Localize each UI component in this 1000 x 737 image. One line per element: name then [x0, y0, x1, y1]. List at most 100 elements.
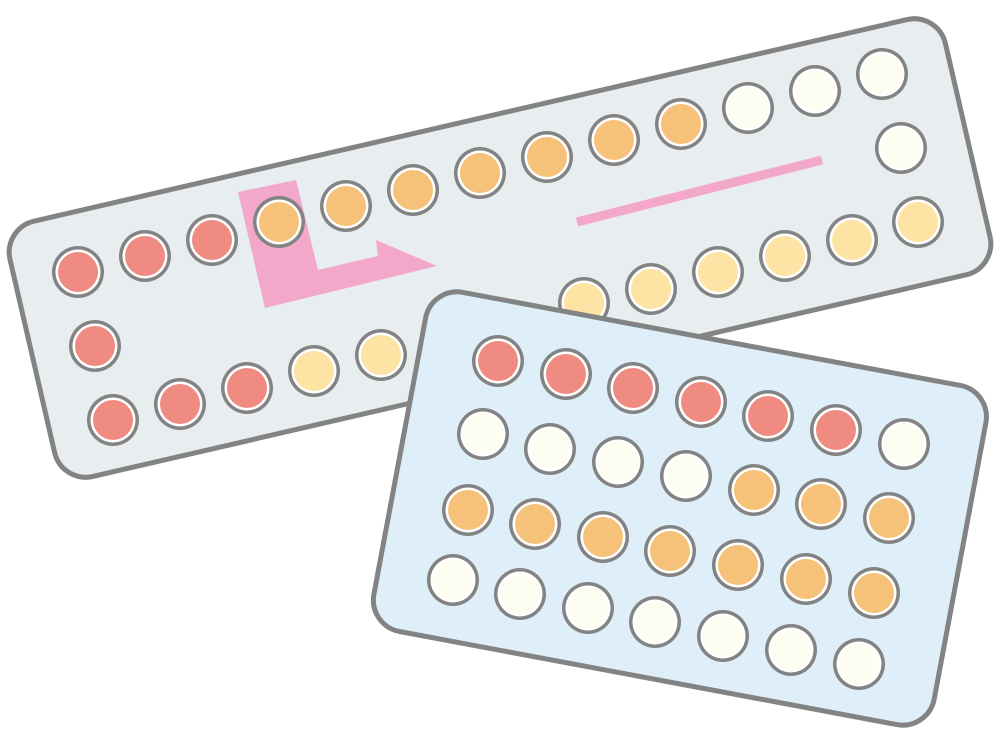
pill-circle [93, 400, 133, 440]
pill-circle [160, 384, 200, 424]
pill-cream [875, 122, 927, 174]
pill-circle [58, 252, 98, 292]
pill-circle [125, 236, 165, 276]
pill-red [154, 378, 206, 430]
pill-circle [631, 269, 671, 309]
pill-red [69, 320, 121, 372]
pill-circle [530, 429, 570, 469]
pill-circle [786, 559, 826, 599]
pill-orange [728, 464, 780, 516]
pill-circle [898, 202, 938, 242]
pill-red [221, 362, 273, 414]
pill-circle [227, 368, 267, 408]
pill-red [675, 376, 727, 428]
pill-circle [728, 88, 768, 128]
pill-circle [681, 382, 721, 422]
pill-cream [427, 554, 479, 606]
pill-circle [718, 545, 758, 585]
pill-circle [795, 71, 835, 111]
pill-cream [562, 582, 614, 634]
pill-circle [433, 560, 473, 600]
pill-circle [816, 410, 856, 450]
pill-yellow [692, 246, 744, 298]
pill-red [87, 394, 139, 446]
pill-yellow [625, 263, 677, 315]
pill-red [742, 390, 794, 442]
pill-circle [568, 588, 608, 628]
pill-orange [655, 98, 707, 150]
back-pill-pack [6, 16, 994, 480]
pill-cream [592, 436, 644, 488]
pill-orange [253, 196, 305, 248]
pill-circle [635, 602, 675, 642]
pill-circle [650, 531, 690, 571]
pill-cream [765, 624, 817, 676]
pill-circle [515, 504, 555, 544]
pill-cream [878, 418, 930, 470]
pill-circle [598, 442, 638, 482]
pill-orange [712, 539, 764, 591]
pill-circle [613, 368, 653, 408]
pill-circle [801, 484, 841, 524]
pill-red [52, 246, 104, 298]
pill-circle [259, 202, 299, 242]
pill-circle [703, 616, 743, 656]
pill-red [607, 362, 659, 414]
pill-circle [448, 490, 488, 530]
pill-cream [494, 568, 546, 620]
pill-red [472, 335, 524, 387]
pill-orange [588, 114, 640, 166]
pill-circle [698, 252, 738, 292]
pill-orange [848, 567, 900, 619]
pill-cream [697, 610, 749, 662]
pill-circle [478, 341, 518, 381]
pill-circle [460, 153, 500, 193]
pill-orange [795, 478, 847, 530]
pill-cream [722, 82, 774, 134]
pill-circle [393, 170, 433, 210]
pill-circle [75, 326, 115, 366]
pill-circle [884, 424, 924, 464]
pill-circle [765, 236, 805, 276]
pill-circle [862, 54, 902, 94]
pill-orange [509, 498, 561, 550]
pill-circle [326, 186, 366, 226]
pill-circle [881, 128, 921, 168]
pill-orange [521, 131, 573, 183]
pill-circle [854, 573, 894, 613]
pill-circle [500, 574, 540, 614]
pill-cream [833, 638, 885, 690]
pill-circle [463, 414, 503, 454]
pill-circle [583, 517, 623, 557]
pill-circle [192, 220, 232, 260]
front-pill-pack [370, 289, 989, 728]
pill-circle [869, 498, 909, 538]
pill-orange [387, 164, 439, 216]
pill-yellow [892, 196, 944, 248]
pill-circle [546, 354, 586, 394]
pill-circle [661, 104, 701, 144]
pill-circle [734, 470, 774, 510]
pill-circle [361, 335, 401, 375]
pill-yellow [288, 345, 340, 397]
pill-circle [666, 456, 706, 496]
pill-orange [320, 180, 372, 232]
pill-circle [527, 137, 567, 177]
pill-circle [294, 351, 334, 391]
pill-orange [863, 492, 915, 544]
pill-circle [832, 220, 872, 260]
pill-yellow [759, 230, 811, 282]
pill-yellow [355, 329, 407, 381]
pill-red [540, 348, 592, 400]
back-pack-pills [52, 48, 944, 446]
pill-circle [839, 644, 879, 684]
pill-orange [454, 147, 506, 199]
front-pack-pills [427, 335, 930, 690]
pill-orange [644, 525, 696, 577]
pill-red [186, 214, 238, 266]
pill-circle [771, 630, 811, 670]
pill-cream [629, 596, 681, 648]
pill-circle [748, 396, 788, 436]
pill-yellow [826, 214, 878, 266]
